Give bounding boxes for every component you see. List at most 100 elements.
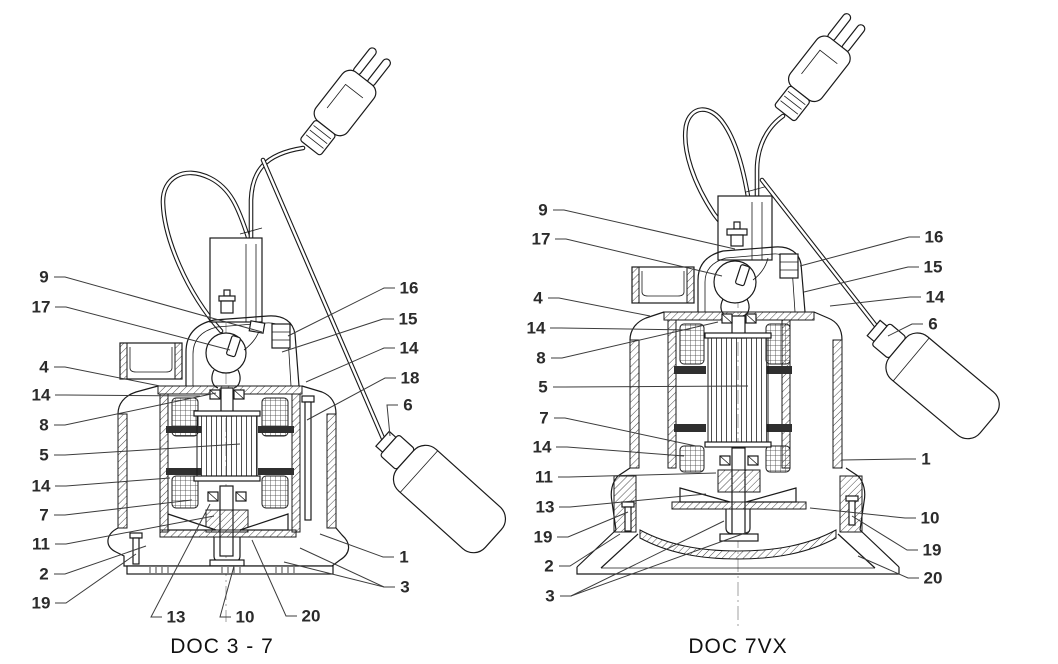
doc37-tie-rod — [304, 401, 312, 521]
callout-doc7vx-14-15: 14 — [926, 288, 945, 307]
doc7vx-float-chamber — [697, 221, 806, 317]
doc7vx-rotor — [707, 337, 769, 443]
callout-doc37-9-0: 9 — [39, 268, 48, 287]
callout-doc37-20-13: 20 — [302, 607, 321, 626]
callout-doc37-14-16: 14 — [400, 339, 419, 358]
doc7vx-float-cable — [759, 177, 890, 343]
leader-doc7vx-16-13 — [799, 236, 920, 267]
leader-doc37-15-15 — [281, 318, 394, 353]
leader-doc37-1-19 — [319, 533, 394, 558]
leader-doc7vx-9-0 — [553, 209, 736, 250]
leader-doc7vx-3-12 — [560, 531, 749, 597]
doc37-base-screw — [129, 532, 143, 539]
doc37-float-cable — [260, 157, 391, 453]
callout-doc37-1-19: 1 — [399, 548, 408, 567]
doc37-cable-column — [209, 227, 263, 323]
doc37-vent-screw — [223, 289, 231, 297]
callout-doc37-10-12: 10 — [236, 608, 255, 627]
doc37-base — [107, 513, 350, 575]
callout-doc7vx-5-5: 5 — [538, 378, 547, 397]
doc37-cable-loop — [160, 170, 252, 334]
callout-doc37-8-4: 8 — [39, 416, 48, 435]
callout-doc37-6-18: 6 — [403, 396, 412, 415]
caption-doc7vx: DOC 7VX — [688, 635, 788, 658]
leader-doc37-13-11 — [150, 503, 211, 618]
callout-doc37-4-2: 4 — [39, 358, 49, 377]
leader-doc7vx-1-17 — [841, 458, 916, 461]
leader-doc7vx-11-8 — [558, 472, 717, 478]
doc37-suction-mouth — [209, 559, 245, 567]
leader-doc37-17-1 — [55, 306, 231, 351]
callout-doc37-7-7: 7 — [39, 506, 48, 525]
callout-doc37-11-8: 11 — [32, 535, 50, 554]
leader-lines — [54, 209, 923, 618]
leader-doc7vx-14-3 — [550, 327, 691, 331]
doc7vx-vent-screw — [733, 221, 741, 230]
leader-doc37-4-2 — [54, 366, 161, 387]
doc7vx-suction-mouth — [719, 533, 759, 542]
leader-doc37-8-4 — [54, 392, 217, 426]
callout-doc37-5-5: 5 — [39, 446, 48, 465]
callout-doc7vx-3-12: 3 — [545, 587, 554, 606]
leader-doc37-3-20 — [283, 561, 395, 588]
leader-doc37-7-7 — [54, 499, 193, 516]
doc7vx-pump-drawing — [576, 13, 1000, 628]
callout-doc7vx-2-11: 2 — [544, 557, 553, 576]
caption-doc37: DOC 3 - 7 — [170, 635, 274, 658]
callout-doc37-19-10: 19 — [32, 594, 51, 613]
doc37-strainer-plate — [126, 565, 334, 575]
callout-doc37-15-15: 15 — [399, 310, 418, 329]
leader-doc7vx-17-1 — [555, 238, 723, 277]
callout-doc7vx-19-19: 19 — [923, 541, 942, 560]
doc37-tie-rod-nut — [301, 395, 315, 403]
doc7vx-motor — [674, 313, 792, 535]
leader-doc7vx-7-6 — [554, 417, 697, 447]
callout-doc37-13-11: 13 — [167, 608, 186, 627]
leader-doc7vx-10-18 — [809, 507, 916, 519]
leader-doc37-18-17 — [306, 377, 396, 421]
doc7vx-base-screw-right — [845, 495, 859, 502]
doc7vx-power-plug-icon — [774, 13, 866, 122]
leader-doc7vx-4-2 — [548, 297, 651, 317]
callout-doc7vx-8-4: 8 — [536, 349, 545, 368]
doc7vx-power-cord — [754, 113, 786, 199]
callout-doc37-16-14: 16 — [400, 279, 419, 298]
callout-doc37-17-1: 17 — [32, 298, 51, 317]
leader-doc7vx-14-15 — [829, 296, 921, 307]
leader-doc7vx-14-7 — [556, 446, 685, 457]
doc7vx-mechanical-seal — [717, 469, 761, 493]
callout-doc7vx-4-2: 4 — [533, 289, 543, 308]
doc7vx-handle — [631, 266, 695, 304]
leader-doc37-10-12 — [219, 565, 235, 618]
doc7vx-float-switch — [866, 319, 1000, 440]
leader-doc7vx-6-16 — [887, 323, 923, 337]
leader-doc37-9-0 — [54, 276, 263, 333]
callout-doc37-2-9: 2 — [39, 565, 48, 584]
callout-doc7vx-9-0: 9 — [538, 201, 547, 220]
leader-doc7vx-13-9 — [559, 493, 707, 508]
leader-doc37-2-9 — [54, 545, 147, 575]
callout-doc7vx-16-13: 16 — [925, 228, 944, 247]
doc7vx-diffuser-plate — [671, 501, 807, 510]
callout-doc7vx-7-6: 7 — [539, 409, 548, 428]
leader-doc37-14-6 — [55, 477, 171, 487]
doc7vx-stator-winding — [679, 323, 705, 365]
doc7vx-cable-column — [717, 185, 773, 261]
doc37-pump-drawing — [107, 47, 507, 622]
callout-doc7vx-19-10: 19 — [534, 528, 553, 547]
leader-doc37-6-18 — [386, 404, 398, 437]
leader-doc7vx-5-5 — [553, 385, 749, 388]
callout-doc7vx-17-1: 17 — [532, 230, 551, 249]
callout-doc7vx-13-9: 13 — [536, 498, 555, 517]
callout-doc37-14-6: 14 — [32, 477, 51, 496]
callout-doc37-14-3: 14 — [32, 386, 51, 405]
leader-doc7vx-20-20 — [857, 555, 919, 579]
doc37-power-plug-icon — [300, 47, 391, 156]
leader-doc37-5-5 — [54, 443, 241, 456]
doc37-diffuser-plate — [159, 529, 297, 538]
callout-doc7vx-15-14: 15 — [924, 258, 943, 277]
doc7vx-terminal-block — [779, 253, 799, 279]
